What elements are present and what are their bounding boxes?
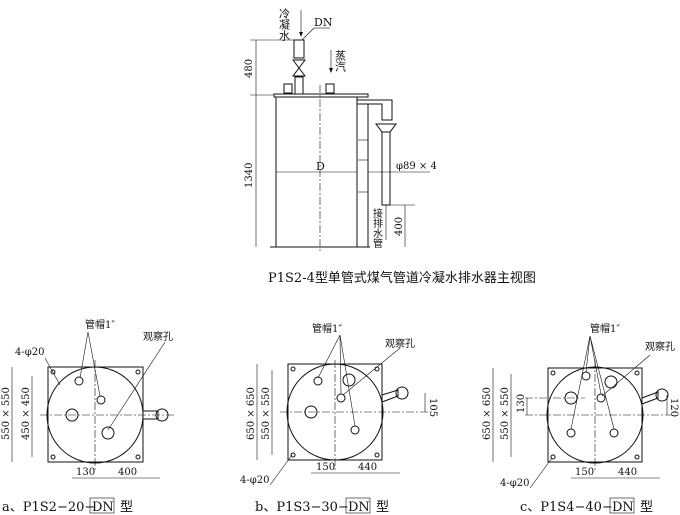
sight-hole-label: 观察孔 (385, 337, 415, 350)
cap-label: 管帽1″ (85, 318, 115, 331)
hole-label: 4-φ20 (15, 347, 44, 358)
dim-a: 150 (316, 462, 335, 473)
caption-suffix: 型 (120, 500, 133, 515)
dim-b: 400 (118, 467, 137, 478)
diameter-label: D (316, 160, 325, 173)
caption: a、P1S2−20− (2, 500, 95, 515)
inlet-pipe (293, 39, 305, 59)
condensate-label: 冷凝水 (278, 8, 291, 41)
caption-box: DN (348, 500, 370, 515)
funnel (375, 123, 397, 133)
caption-box: DN (612, 500, 634, 515)
dim-b: 440 (618, 467, 637, 478)
dim-offset: 130 (516, 394, 527, 413)
dim-a: 150 (575, 467, 594, 478)
dim-side: 120 (668, 398, 679, 417)
pipe-spec-label: φ89 × 4 (396, 161, 437, 172)
dim-480: 480 (244, 59, 255, 78)
drain-label: 接排水管 (371, 207, 383, 249)
dim-inner: 450 × 450 (21, 387, 32, 440)
caption-box: DN (92, 500, 114, 515)
pipe-cap (283, 83, 293, 94)
steam-label: 蒸汽 (334, 50, 347, 72)
dim-400: 400 (394, 217, 405, 236)
caption-suffix: 型 (640, 500, 653, 515)
sight-hole-label: 观察孔 (143, 330, 173, 343)
caption-suffix: 型 (376, 500, 389, 515)
dim-b: 440 (358, 462, 377, 473)
pipe-cap (325, 83, 335, 94)
cap-label: 管帽1″ (590, 322, 620, 335)
dn-label: DN (314, 16, 333, 29)
dim-inner: 550 × 550 (500, 387, 511, 440)
dim-side: 105 (427, 398, 438, 417)
plan-b: 管帽1″ 观察孔 4-φ20 650 × 650 550 × 550 105 1… (240, 322, 438, 515)
dim-outer: 650 × 650 (246, 387, 257, 440)
valve-icon (292, 59, 306, 77)
hole-label: 4-φ20 (240, 475, 269, 486)
dim-outer: 650 × 650 (482, 387, 493, 440)
front-view: DN 冷凝水 蒸汽 480 1340 D φ89 × 4 400 接排水管 P1… (244, 8, 536, 286)
hole-label: 4-φ20 (500, 478, 529, 489)
dim-inner: 550 × 550 (261, 387, 272, 440)
dim-outer: 550 × 550 (1, 387, 12, 440)
caption: c、P1S4−40− (520, 500, 613, 515)
top-plate (273, 93, 369, 98)
sight-hole-label: 观察孔 (645, 340, 675, 353)
drain-pipe (381, 131, 391, 206)
plan-c: 管帽1″ 观察孔 4-φ20 650 × 650 550 × 550 130 1… (482, 322, 679, 515)
dim-a: 130 (76, 467, 95, 478)
front-view-caption: P1S2-4型单管式煤气管道冷凝水排水器主视图 (268, 270, 536, 286)
overflow-box (357, 99, 393, 121)
cap-label: 管帽1″ (312, 322, 342, 335)
dim-1340: 1340 (244, 163, 255, 188)
caption: b、P1S3−30− (255, 500, 349, 515)
plan-a: 4-φ20 管帽1″ 观察孔 550 × 550 450 × 450 130 4… (1, 318, 175, 515)
